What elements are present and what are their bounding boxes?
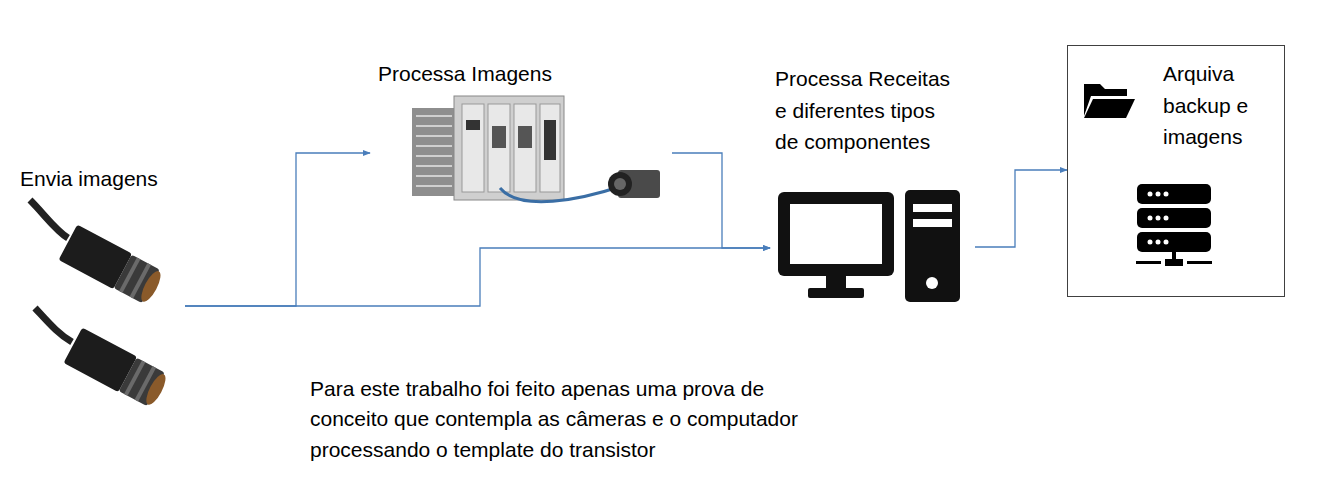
- arrow-connector: [672, 153, 770, 248]
- node-label: Processa Imagens: [378, 58, 638, 90]
- computer-node: Processa Receitas e diferentes tipos de …: [770, 60, 975, 305]
- processing-device: Processa Imagens: [370, 55, 672, 212]
- arrow-connector: [185, 153, 370, 306]
- camera-icon: [35, 308, 171, 410]
- node-label: Envia imagens: [20, 163, 180, 195]
- arrow-connector: [975, 170, 1067, 247]
- folder-icon: [1084, 84, 1135, 118]
- storage-box: Arquiva backup e imagens: [1067, 45, 1285, 297]
- camera-group: Envia imagens: [15, 160, 185, 410]
- node-label: Arquiva backup e imagens: [1163, 58, 1268, 153]
- computer-icon: [778, 190, 960, 302]
- controller-device: [412, 96, 660, 202]
- node-label: Processa Receitas e diferentes tipos de …: [775, 63, 960, 158]
- camera-icon: [30, 200, 166, 307]
- arrow-connector: [185, 248, 770, 306]
- note-label: Para este trabalho foi feito apenas uma …: [310, 374, 840, 465]
- server-icon: [1136, 184, 1212, 266]
